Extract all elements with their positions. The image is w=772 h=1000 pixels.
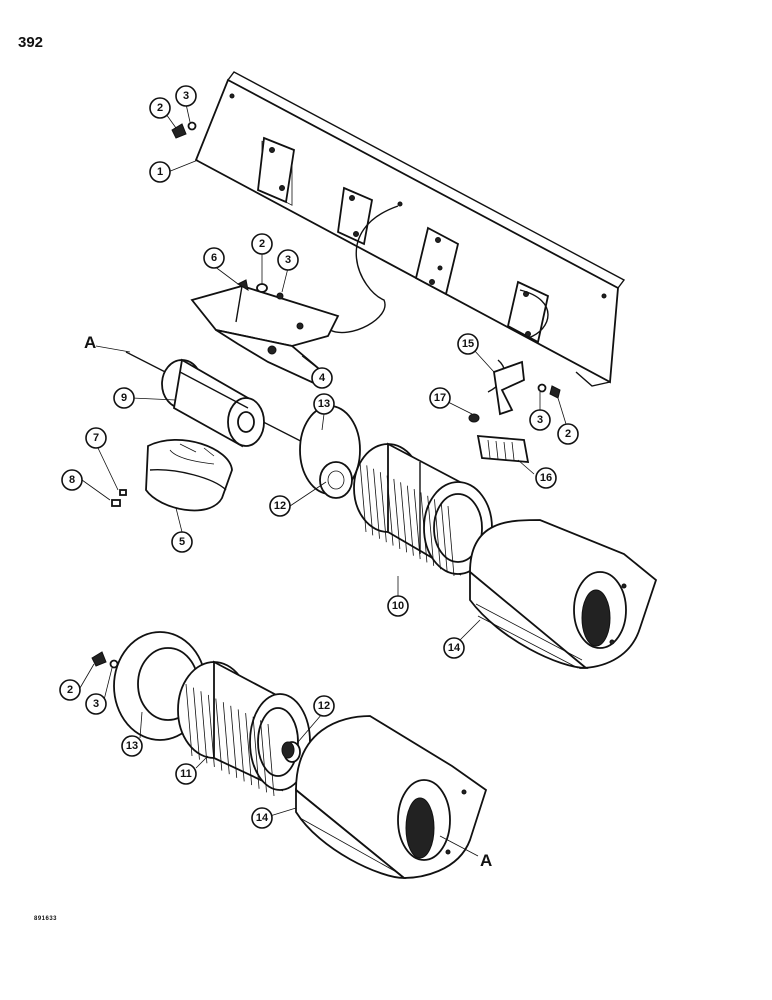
fan-vane	[393, 478, 401, 549]
callout-9-label: 9	[121, 392, 127, 404]
callout-2-c-label: 2	[565, 428, 571, 440]
callout-13-b-label: 13	[126, 740, 138, 752]
fan-vane	[413, 489, 421, 560]
fan-vane	[222, 702, 230, 775]
callout-13-a: 13	[313, 393, 335, 415]
fan-vane	[434, 499, 441, 570]
fan-vane	[366, 465, 374, 536]
reference-label-a-lower: A	[480, 851, 492, 870]
mounting-panel	[194, 71, 626, 393]
callout-14-b-label: 14	[256, 812, 269, 824]
callout-2-a: 2	[149, 97, 171, 119]
callout-4: 4	[311, 367, 333, 389]
callout-17: 17	[429, 387, 451, 409]
fan-vane	[447, 505, 455, 577]
callout-2-c: 2	[557, 423, 579, 445]
fan-vane	[440, 502, 448, 573]
inlet-ring-upper	[299, 405, 361, 499]
fan-vane	[406, 485, 414, 556]
fan-vane	[400, 482, 408, 553]
callout-2-d: 2	[59, 679, 81, 701]
reference-label-a-upper: A	[84, 333, 96, 352]
fan-vane	[427, 495, 435, 566]
callout-3-a: 3	[175, 85, 197, 107]
callout-17-label: 17	[434, 392, 446, 404]
callout-14-b: 14	[251, 807, 273, 829]
fan-vane	[185, 683, 193, 757]
fan-vane	[386, 475, 394, 546]
callout-14-a-label: 14	[448, 642, 461, 654]
callout-3-c: 3	[529, 409, 551, 431]
blower-housing-upper	[469, 519, 658, 669]
callout-7-label: 7	[93, 432, 99, 444]
callout-10-label: 10	[392, 600, 404, 612]
callout-16-label: 16	[540, 472, 552, 484]
blower-wheel-lower	[177, 660, 311, 797]
fan-vane	[200, 691, 208, 764]
callout-1: 1	[149, 161, 171, 183]
callout-5-label: 5	[179, 536, 185, 548]
fan-vane	[252, 716, 260, 789]
callout-10: 10	[387, 595, 409, 617]
callout-4-label: 4	[319, 372, 326, 384]
callout-11-label: 11	[180, 768, 192, 780]
blower-housing-lower	[295, 715, 488, 879]
callout-3-c-label: 3	[537, 414, 543, 426]
motor-bracket	[190, 285, 340, 386]
callout-12-a-label: 12	[274, 500, 286, 512]
fan-vane	[230, 705, 238, 778]
fan-vane	[245, 713, 253, 786]
fan-vane	[193, 687, 200, 760]
callout-13-a-label: 13	[318, 398, 330, 410]
fan-vane	[359, 461, 367, 533]
callout-13-b: 13	[121, 735, 143, 757]
callout-2-a-label: 2	[157, 102, 163, 114]
callout-7: 7	[85, 427, 107, 449]
figure-code: 891633	[34, 916, 58, 922]
callout-5: 5	[171, 531, 193, 553]
callout-3-d-label: 3	[93, 698, 99, 710]
fan-vane	[379, 472, 387, 543]
callout-1-label: 1	[157, 166, 163, 178]
callout-15: 15	[457, 333, 479, 355]
fan-vane	[267, 723, 275, 797]
fan-vane	[420, 492, 428, 563]
callout-6-label: 6	[211, 252, 217, 264]
fasteners	[91, 121, 295, 759]
callout-2-d-label: 2	[67, 684, 73, 696]
callout-3-b: 3	[277, 249, 299, 271]
fan-vane	[207, 694, 215, 767]
callout-3-b-label: 3	[285, 254, 291, 266]
callout-2-b-label: 2	[259, 238, 265, 250]
leader-lines	[79, 103, 567, 857]
motor-strap	[145, 438, 233, 512]
callout-12-b: 12	[313, 695, 335, 717]
callout-8-label: 8	[69, 474, 75, 486]
callout-2-b: 2	[251, 233, 273, 255]
callout-12-a: 12	[269, 495, 291, 517]
reference-labels: A A	[84, 333, 492, 870]
callout-11: 11	[175, 763, 197, 785]
page-number: 392	[18, 34, 44, 51]
callout-6: 6	[203, 247, 225, 269]
resistor-assembly	[468, 360, 561, 463]
callout-14-a: 14	[443, 637, 465, 659]
callout-12-b-label: 12	[318, 700, 330, 712]
callout-3-d: 3	[85, 693, 107, 715]
callout-15-label: 15	[462, 338, 474, 350]
blower-motor	[125, 351, 331, 457]
fan-vane	[215, 698, 223, 771]
callout-9: 9	[113, 387, 135, 409]
fan-vane	[260, 720, 267, 793]
callout-3-a-label: 3	[183, 90, 189, 102]
callout-16: 16	[535, 467, 557, 489]
fan-vane	[373, 468, 380, 539]
callout-8: 8	[61, 469, 83, 491]
fan-vane	[237, 709, 245, 782]
